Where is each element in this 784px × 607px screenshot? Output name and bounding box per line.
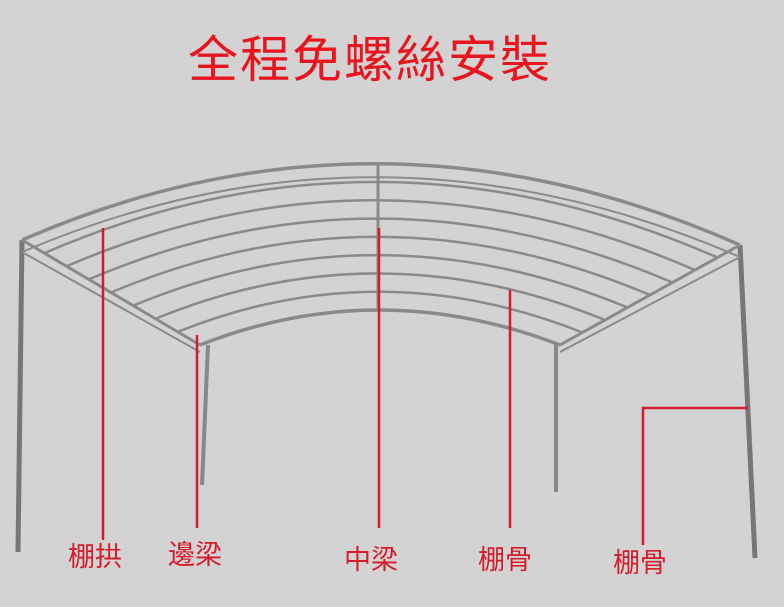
right-edge-beam-lower	[559, 256, 741, 353]
rear-left-post	[200, 344, 210, 486]
label-rib: 棚骨	[478, 545, 532, 576]
front-right-post	[737, 244, 758, 559]
pointer-rib-post	[641, 406, 748, 545]
right-edge-beam	[559, 243, 741, 347]
label-rib-post: 棚骨	[613, 548, 667, 579]
left-edge-beam	[21, 238, 201, 347]
label-arch: 棚拱	[68, 542, 122, 573]
label-edge-beam: 邊梁	[168, 540, 222, 571]
page-title: 全程免螺絲安裝	[188, 31, 552, 89]
front-left-post	[15, 239, 25, 553]
left-edge-beam-lower	[21, 251, 201, 353]
label-center-beam: 中梁	[344, 545, 398, 576]
outer-arch	[21, 162, 741, 247]
